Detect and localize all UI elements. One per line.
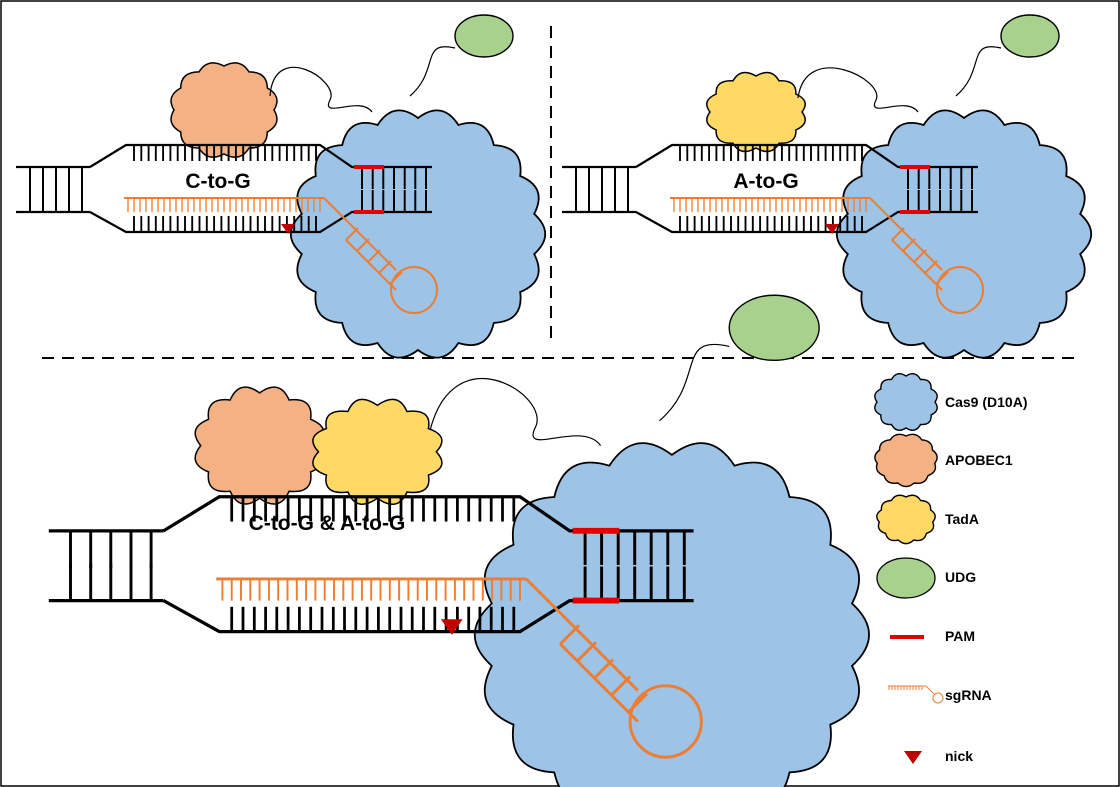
- dna-right-upper-basepairs: [907, 167, 973, 189]
- dna-left-lower-basepairs: [29, 188, 83, 212]
- nick-marker: [440, 619, 463, 635]
- udg-protein: [1000, 14, 1060, 58]
- nick-icon: [904, 751, 922, 764]
- sgrna-spacer-bases: [127, 198, 321, 212]
- dna-right-upper-basepairs: [361, 167, 427, 189]
- cas9-protein: [289, 109, 547, 359]
- legend-label-udg: UDG: [945, 569, 976, 585]
- legend-label-apobec1: APOBEC1: [945, 452, 1013, 468]
- sgrna-icon: [888, 685, 944, 704]
- dna-non-target-bases: [230, 496, 516, 522]
- panel-c-to-g-and-a-to-g: [48, 294, 870, 787]
- nick-marker: [281, 224, 295, 234]
- panel-a-to-g: [562, 14, 1093, 359]
- dna-left-upper-basepairs: [69, 530, 153, 569]
- deaminase-linker: [429, 378, 602, 446]
- tada-icon: [876, 494, 936, 545]
- panel-c-to-g: [16, 14, 547, 359]
- legend-label-tada: TadA: [945, 511, 979, 527]
- dna-non-target-bases: [133, 145, 317, 161]
- udg-protein: [454, 14, 514, 58]
- sgrna-scaffold: [323, 197, 438, 314]
- sgrna-loop: [628, 684, 703, 759]
- sgrna-spacer-bases: [673, 198, 867, 212]
- deaminase-linker: [269, 66, 373, 113]
- dna-non-target-bases: [679, 145, 863, 161]
- dna-left-upper-basepairs: [29, 167, 83, 191]
- legend: Cas9 (D10A) APOBEC1 TadA UDG PAM sgRNA n…: [874, 373, 1027, 764]
- deaminase-linker: [797, 67, 919, 113]
- legend-label-sgrna: sgRNA: [945, 687, 992, 703]
- cas9-protein: [473, 442, 870, 787]
- dna-target-bases: [230, 606, 516, 632]
- legend-label-nick: nick: [945, 748, 973, 764]
- panel-label-c-to-g-and-a-to-g: C-to-G & A-to-G: [249, 512, 406, 535]
- legend-label-cas9: Cas9 (D10A): [945, 394, 1027, 410]
- panel-label-a-to-g: A-to-G: [733, 170, 798, 193]
- tada-protein: [706, 71, 806, 153]
- cas9-icon: [874, 373, 938, 431]
- udg-icon: [876, 557, 936, 599]
- dna-left-lower-basepairs: [69, 563, 153, 601]
- udg-linker: [955, 46, 1002, 97]
- panel-label-c-to-g: C-to-G: [185, 170, 250, 193]
- dna-left-upper-basepairs: [575, 167, 629, 191]
- cas9-protein: [835, 109, 1093, 359]
- nick-marker: [825, 224, 839, 234]
- legend-label-pam: PAM: [945, 628, 975, 644]
- sgrna-loop: [936, 266, 984, 314]
- dna-right-lower-basepairs: [583, 566, 686, 601]
- dna-right-lower-basepairs: [361, 190, 427, 212]
- udg-linker: [409, 46, 456, 97]
- apobec1-protein: [194, 386, 325, 505]
- dna-right-lower-basepairs: [907, 190, 973, 212]
- sgrna-spacer-bases: [221, 578, 521, 601]
- tada-protein: [312, 398, 443, 505]
- dna-left-lower-basepairs: [575, 188, 629, 212]
- apobec1-protein: [170, 62, 278, 158]
- sgrna-loop: [390, 266, 438, 314]
- udg-linker: [659, 343, 730, 422]
- udg-protein: [728, 294, 820, 362]
- sgrna-scaffold: [525, 577, 703, 759]
- dna-right-upper-basepairs: [583, 530, 686, 565]
- dna-target-bases: [679, 216, 863, 232]
- sgrna-scaffold: [869, 197, 984, 314]
- apobec1-icon: [874, 433, 938, 488]
